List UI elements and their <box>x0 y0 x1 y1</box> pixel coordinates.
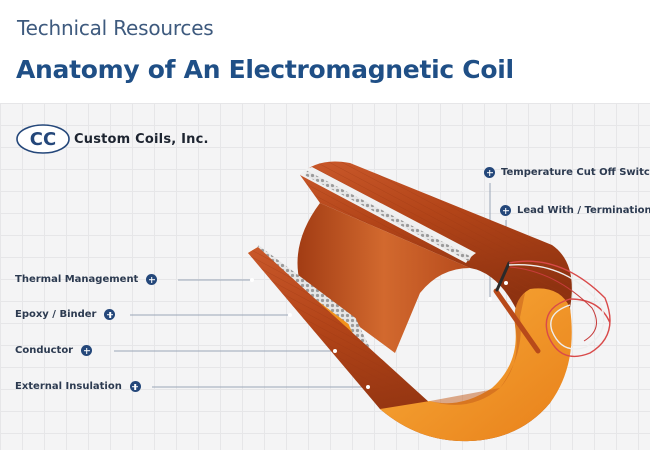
company-name: Custom Coils, Inc. <box>74 131 209 147</box>
coil-diagram-panel: CC Custom Coils, Inc. Thermal Management… <box>0 103 650 450</box>
callout-label: Epoxy / Binder <box>15 309 97 320</box>
callout-epoxy-binder[interactable]: Epoxy / Binder <box>15 309 116 320</box>
plus-icon[interactable] <box>146 274 158 285</box>
callout-label: Lead With / Termination <box>517 205 650 216</box>
lead-wire-assembly <box>488 260 611 358</box>
callout-label: Thermal Management <box>15 274 139 285</box>
callout-label: Conductor <box>15 345 74 356</box>
callout-conductor[interactable]: Conductor <box>15 345 93 356</box>
callout-temperature-cut-off-switch[interactable]: Temperature Cut Off Switch <box>484 167 650 178</box>
plus-icon[interactable] <box>104 309 116 320</box>
svg-text:CC: CC <box>30 129 56 150</box>
plus-icon[interactable] <box>81 345 93 356</box>
section-eyebrow: Technical Resources <box>17 16 214 40</box>
company-logo: CC Custom Coils, Inc. <box>16 124 209 154</box>
plus-icon[interactable] <box>500 205 511 216</box>
coil-illustration <box>114 161 611 442</box>
callout-external-insulation[interactable]: External Insulation <box>15 381 141 392</box>
plus-icon[interactable] <box>484 167 495 178</box>
callout-label: External Insulation <box>15 381 122 392</box>
callout-thermal-management[interactable]: Thermal Management <box>15 274 158 285</box>
plus-icon[interactable] <box>129 381 141 392</box>
custom-coils-logo-mark: CC <box>16 124 70 154</box>
callout-label: Temperature Cut Off Switch <box>501 167 650 178</box>
callout-lead-with-termination[interactable]: Lead With / Termination <box>500 205 650 216</box>
page-header: Technical Resources Anatomy of An Electr… <box>0 0 650 103</box>
page-title: Anatomy of An Electromagnetic Coil <box>16 55 514 84</box>
